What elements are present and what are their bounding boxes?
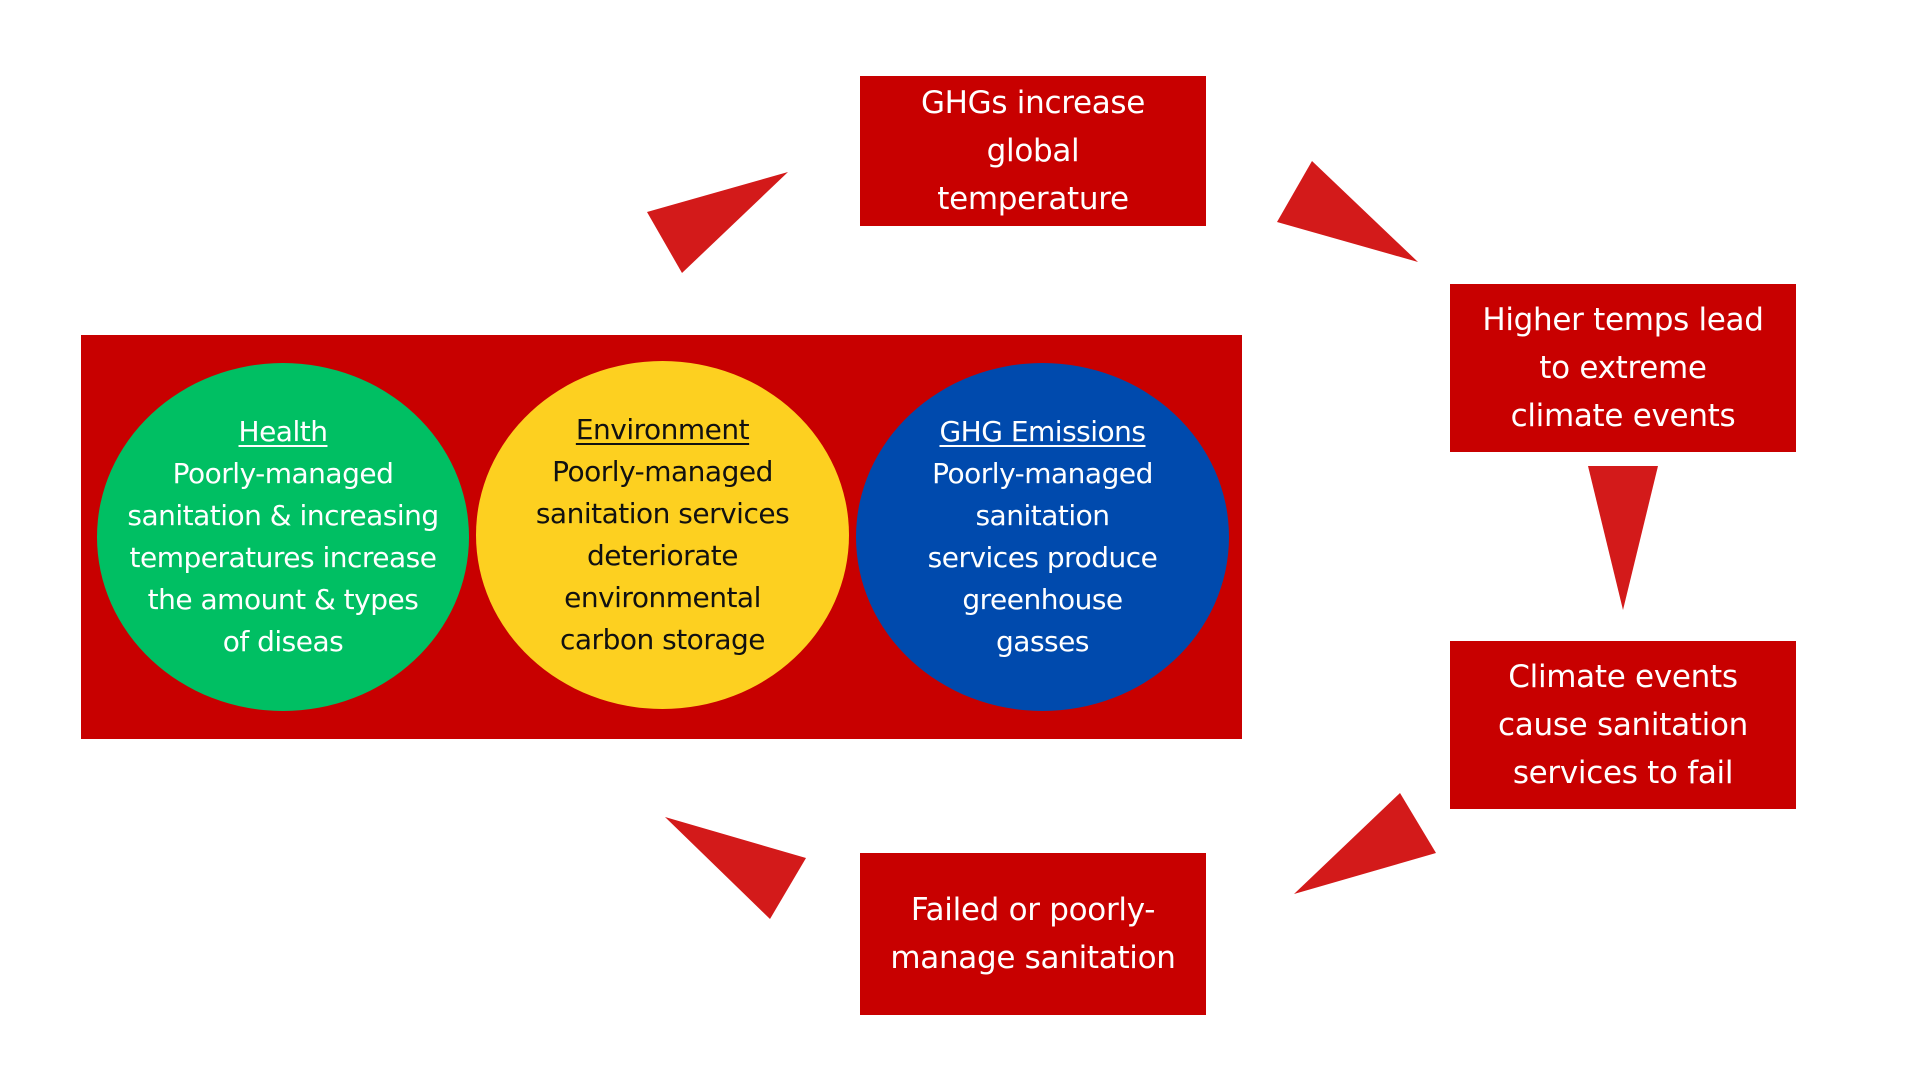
box-text-line: services to fail bbox=[1512, 755, 1734, 791]
environment-text-line: sanitation services bbox=[535, 497, 790, 530]
health-title: Health bbox=[238, 415, 328, 448]
ghg-text-line: sanitation bbox=[975, 499, 1110, 532]
box-text-line: global bbox=[986, 133, 1080, 169]
box-text-line: GHGs increase bbox=[920, 85, 1146, 121]
environment-text-line: Poorly-managed bbox=[552, 455, 773, 488]
environment-title: Environment bbox=[575, 413, 750, 446]
arrow-panel-to-top-icon bbox=[647, 172, 788, 273]
health-text-line: of diseas bbox=[222, 625, 344, 658]
box-text-line: cause sanitation bbox=[1498, 707, 1748, 743]
ghg-text-line: Poorly-managed bbox=[932, 457, 1153, 490]
cycle-box-failed-sanitation: Failed or poorly- manage sanitation bbox=[860, 853, 1206, 1015]
arrow-right-down-icon bbox=[1588, 466, 1658, 610]
ghg-text-line: services produce bbox=[927, 541, 1158, 574]
ghg-text-line: gasses bbox=[996, 625, 1089, 658]
impacts-panel: Health Poorly-managed sanitation & incre… bbox=[81, 335, 1242, 739]
ghg-emissions-circle: GHG Emissions Poorly-managed sanitation … bbox=[856, 363, 1229, 711]
environment-text-line: carbon storage bbox=[560, 623, 765, 656]
health-text-line: the amount & types bbox=[147, 583, 419, 616]
box-text-line: temperature bbox=[937, 181, 1129, 217]
box-text-line: climate events bbox=[1510, 398, 1736, 434]
ghg-text-line: greenhouse bbox=[962, 583, 1123, 616]
environment-text-line: environmental bbox=[564, 581, 761, 614]
box-text-line: Failed or poorly- bbox=[910, 892, 1156, 928]
arrow-top-to-right-icon bbox=[1277, 161, 1418, 262]
environment-text-line: deteriorate bbox=[586, 539, 739, 572]
health-text-line: sanitation & increasing bbox=[127, 499, 439, 532]
arrow-bottom-to-panel-icon bbox=[665, 817, 806, 919]
box-text-line: Higher temps lead bbox=[1482, 302, 1764, 338]
cycle-box-ghgs-increase-temperature: GHGs increase global temperature bbox=[860, 76, 1206, 226]
cycle-box-sanitation-services-fail: Climate events cause sanitation services… bbox=[1450, 641, 1796, 809]
cycle-box-extreme-climate-events: Higher temps lead to extreme climate eve… bbox=[1450, 284, 1796, 452]
arrow-right-to-bottom-icon bbox=[1294, 793, 1436, 894]
ghg-emissions-title: GHG Emissions bbox=[939, 415, 1146, 448]
box-text-line: manage sanitation bbox=[890, 940, 1176, 976]
box-text-line: Climate events bbox=[1508, 659, 1738, 695]
health-text-line: temperatures increase bbox=[129, 541, 437, 574]
health-text-line: Poorly-managed bbox=[172, 457, 394, 490]
box-text-line: to extreme bbox=[1539, 350, 1707, 386]
environment-circle: Environment Poorly-managed sanitation se… bbox=[476, 361, 849, 709]
health-circle: Health Poorly-managed sanitation & incre… bbox=[97, 363, 469, 711]
